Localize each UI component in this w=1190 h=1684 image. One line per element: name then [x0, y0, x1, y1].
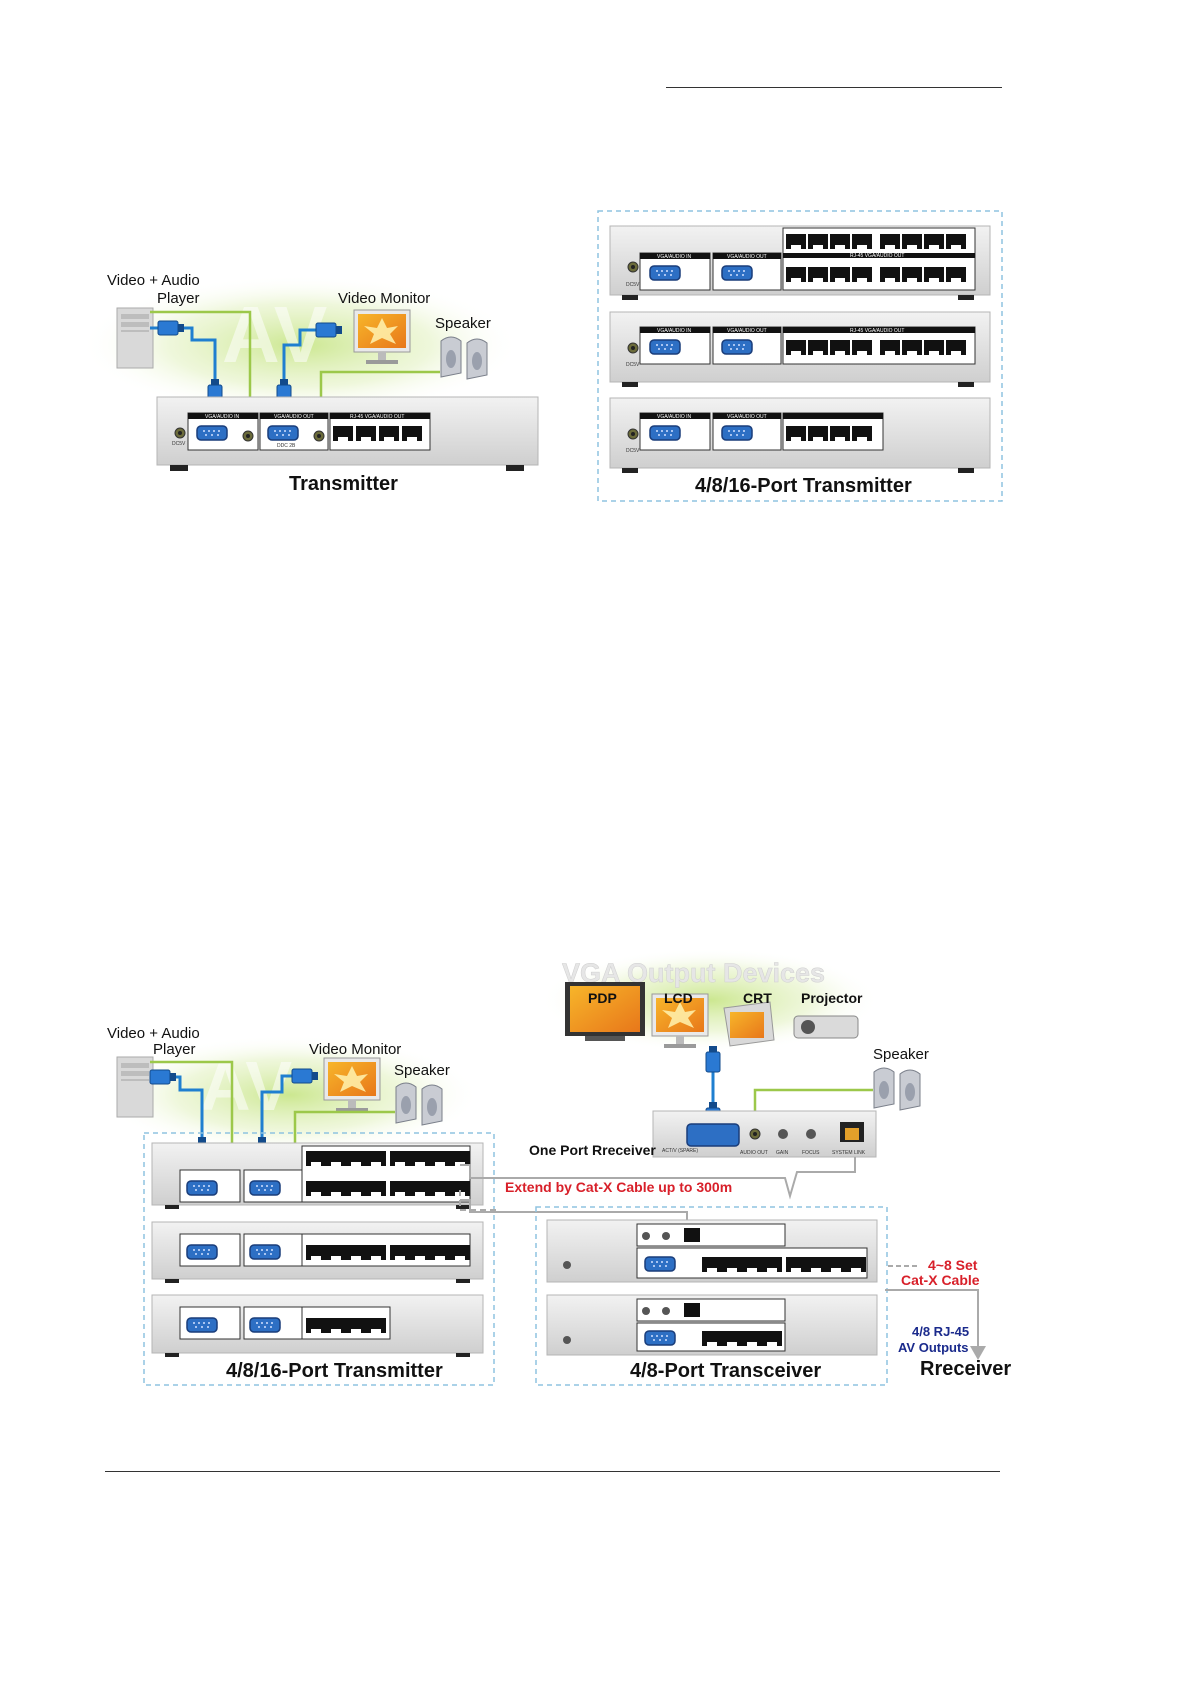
vga-port-icon	[649, 339, 681, 355]
rj45-label: RJ-45 VGA/AUDIO OUT	[350, 414, 404, 420]
vga-in-label: VGA/AUDIO IN	[205, 414, 240, 420]
player-label-line1: Video + Audio	[107, 1025, 200, 1042]
monitor-label: Video Monitor	[338, 290, 430, 307]
header-rule	[666, 87, 1002, 88]
gain-label: GAIN	[776, 1150, 789, 1156]
speaker-icon	[873, 1067, 921, 1111]
crt-icon	[723, 1001, 775, 1047]
vga-out-label: VGA/AUDIO OUT	[274, 414, 314, 420]
ddc-label: DDC 2B	[277, 443, 296, 449]
rj45-port-icon	[333, 426, 353, 441]
one-port-receiver-label: One Port Rreceiver	[529, 1142, 656, 1158]
set-label-line1: 4~8 Set	[928, 1257, 978, 1273]
multiport-transmitter-title: 4/8/16-Port Transmitter	[695, 475, 912, 497]
vga-port-icon	[196, 425, 228, 441]
focus-label: FOCUS	[802, 1150, 820, 1156]
extend-label: Extend by Cat-X Cable up to 300m	[505, 1179, 732, 1195]
vga-port-icon	[721, 339, 753, 355]
dashed-frame-transceiver	[535, 1206, 888, 1386]
pdp-icon	[565, 982, 645, 1041]
diagram-system: VGA Output Devices PDP LCD CRT Projector…	[100, 948, 1011, 1386]
act-label: ACT/V (SPARE)	[662, 1148, 698, 1154]
vga-port-icon	[721, 265, 753, 281]
device-projector: Projector	[801, 990, 863, 1006]
watermark-av: AV	[222, 290, 327, 379]
vga-port-icon	[649, 265, 681, 281]
vga-in-label: VGA/AUDIO IN	[657, 254, 692, 260]
diagram-transmitter: AV Video + Audio Player Video Monitor Sp…	[80, 272, 539, 495]
rj45-port-icon	[356, 426, 376, 441]
outputs-label-line2: AV Outputs	[898, 1340, 969, 1355]
vga-port-icon	[649, 425, 681, 441]
vga-in-label: VGA/AUDIO IN	[657, 414, 692, 420]
vga-in-label: VGA/AUDIO IN	[657, 328, 692, 334]
speaker-label-left: Speaker	[394, 1062, 450, 1079]
player-label-line1: Video + Audio	[107, 272, 200, 289]
system-transmitter-title: 4/8/16-Port Transmitter	[226, 1360, 443, 1382]
projector-icon	[793, 1015, 859, 1039]
vga-out-label: VGA/AUDIO OUT	[727, 414, 767, 420]
audio-out-label: AUDIO OUT	[740, 1150, 768, 1156]
pc-icon	[116, 1056, 154, 1118]
rj45-port-icon	[402, 426, 422, 441]
player-label-line2: Player	[153, 1041, 196, 1058]
speaker-label-right: Speaker	[873, 1046, 929, 1063]
rj45-label: RJ-45 VGA/AUDIO OUT	[850, 328, 904, 334]
transceiver-title: 4/8-Port Transceiver	[630, 1360, 821, 1382]
rj45-row-transceiver-4	[702, 1331, 782, 1346]
player-label-line2: Player	[157, 290, 200, 307]
device-crt: CRT	[743, 990, 772, 1006]
dc-label: DC5V	[626, 448, 640, 454]
dc-label: DC5V	[626, 282, 640, 288]
device-lcd: LCD	[664, 990, 693, 1006]
speaker-label: Speaker	[435, 315, 491, 332]
system-link-label: SYSTEM LINK	[832, 1150, 866, 1156]
pc-icon	[116, 307, 154, 369]
rj45-row-system-4	[306, 1318, 386, 1333]
dc-label: DC5V	[172, 441, 186, 447]
diagram-multiport-transmitter: DC5V VGA/AUDIO IN VGA/AUDIO OUT RJ-45 VG…	[597, 210, 1003, 502]
rj45-port-icon	[379, 426, 399, 441]
vga-port-icon	[267, 425, 299, 441]
dashed-frame-transmitter	[143, 1132, 495, 1386]
vga-out-label: VGA/AUDIO OUT	[727, 328, 767, 334]
set-label-line2: Cat-X Cable	[901, 1272, 980, 1288]
transmitter-title: Transmitter	[289, 473, 398, 495]
device-pdp: PDP	[588, 990, 617, 1006]
vga-out-label: VGA/AUDIO OUT	[727, 254, 767, 260]
receiver-title: Rreceiver	[920, 1358, 1011, 1380]
rj45-label: RJ-45 VGA/AUDIO OUT	[850, 253, 904, 259]
outputs-label-line1: 4/8 RJ-45	[912, 1324, 969, 1339]
dc-label: DC5V	[626, 362, 640, 368]
vga-port-icon	[721, 425, 753, 441]
footer-rule	[105, 1471, 1000, 1472]
monitor-label: Video Monitor	[309, 1041, 401, 1058]
watermark-av: AV	[200, 1047, 292, 1125]
dashed-frame	[597, 210, 1003, 502]
